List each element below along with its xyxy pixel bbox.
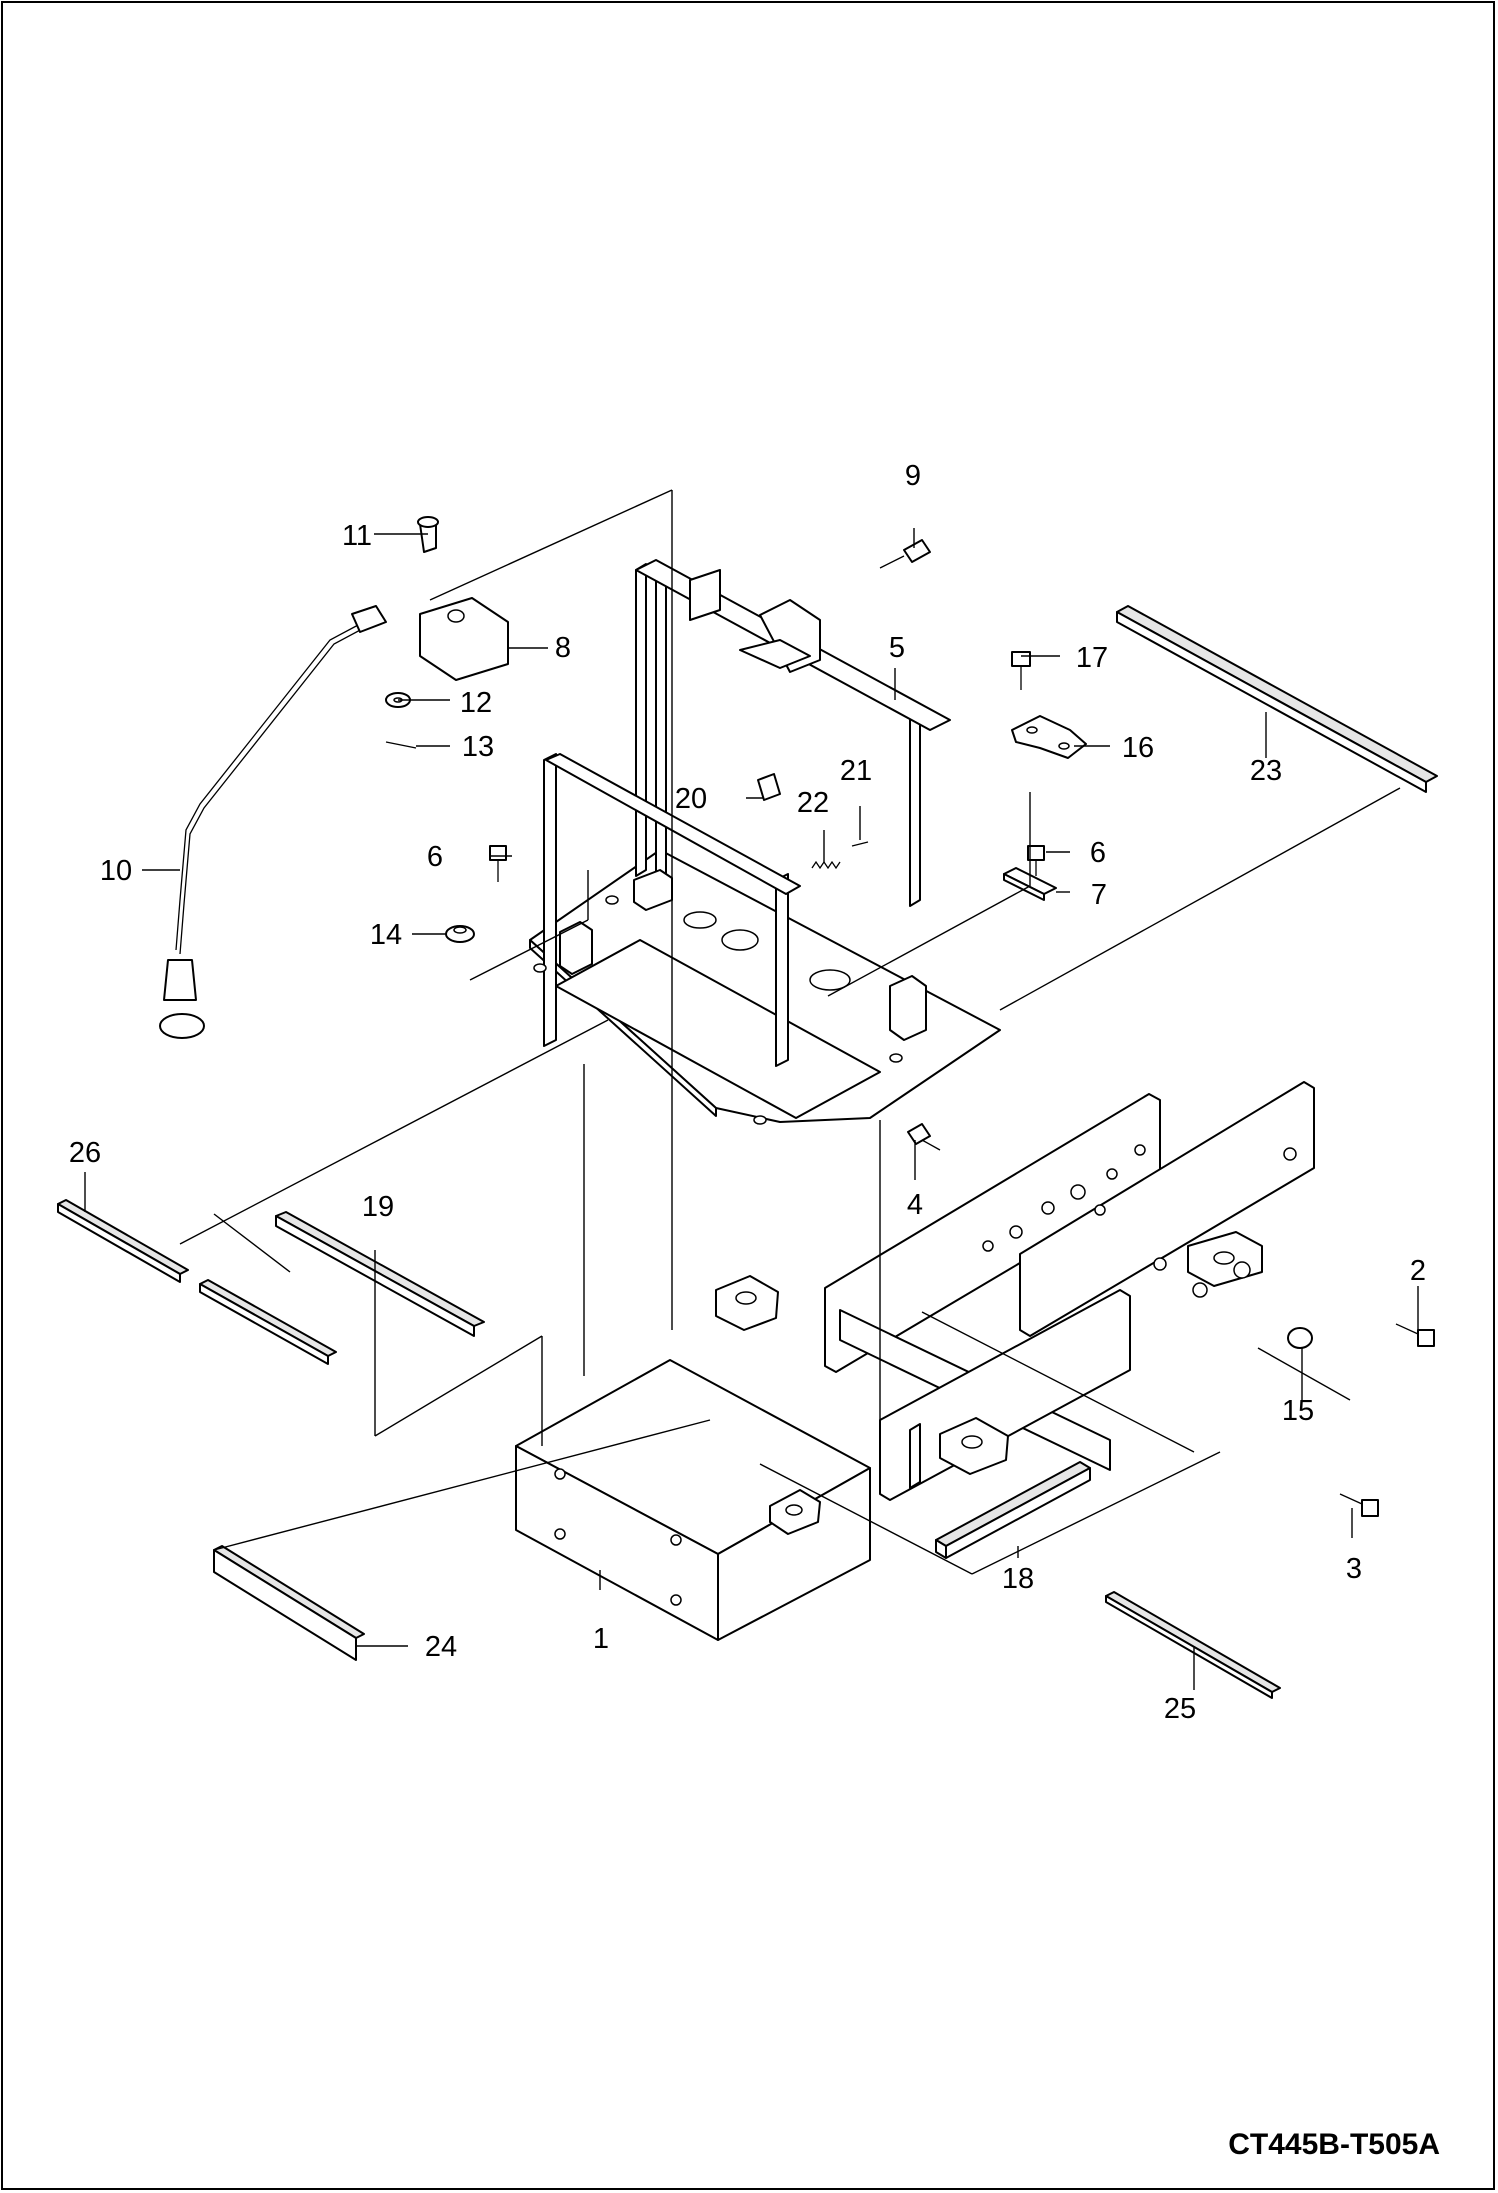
part-10-cable <box>159 605 387 1039</box>
part-21-pin <box>851 841 869 847</box>
callout-13: 13 <box>462 731 494 763</box>
callout-1: 1 <box>593 1623 609 1655</box>
part-11-pin <box>417 516 439 553</box>
part-8-latch <box>419 597 509 681</box>
callout-14: 14 <box>370 919 402 951</box>
callout-4: 4 <box>907 1189 923 1221</box>
part-20-clip <box>757 773 781 801</box>
callout-9: 9 <box>905 460 921 492</box>
callout-25: 25 <box>1164 1693 1196 1725</box>
part-23-strip <box>1116 605 1438 793</box>
part-6-bolt-left <box>489 845 507 882</box>
callout-22: 22 <box>797 787 829 819</box>
part-2-bolt <box>1395 1323 1435 1347</box>
callout-11: 11 <box>342 520 372 552</box>
callout-7: 7 <box>1091 879 1107 911</box>
callout-20: 20 <box>675 783 707 815</box>
part-25-strip <box>1105 1591 1281 1699</box>
callout-6a: 6 <box>427 841 443 873</box>
callout-12: 12 <box>460 687 492 719</box>
callout-24: 24 <box>425 1631 457 1663</box>
callout-21: 21 <box>840 755 872 787</box>
part-14-grommet <box>445 925 475 943</box>
callout-15: 15 <box>1282 1395 1314 1427</box>
callout-2: 2 <box>1410 1255 1426 1287</box>
callout-5: 5 <box>889 632 905 664</box>
callout-18: 18 <box>1002 1563 1034 1595</box>
callout-labels: 1 2 3 4 5 6 6 7 8 9 10 11 12 13 14 15 16… <box>69 460 1426 1725</box>
part-26-strips <box>57 1199 337 1365</box>
part-9-bolt <box>879 539 931 569</box>
part-1-base-frame <box>515 1081 1315 1641</box>
callout-26: 26 <box>69 1137 101 1169</box>
part-5-upper-frame <box>529 559 1001 1125</box>
callout-6b: 6 <box>1090 837 1106 869</box>
part-24-pad <box>213 1545 365 1661</box>
part-22-spring <box>811 860 841 870</box>
callout-16: 16 <box>1122 732 1154 764</box>
part-18-strip <box>935 1461 1091 1559</box>
callout-17: 17 <box>1076 642 1108 674</box>
drawing-code: CT445B-T505A <box>1228 2128 1440 2161</box>
part-4-bolt <box>907 1123 941 1151</box>
part-16-plate <box>1011 715 1087 759</box>
part-13-cotter-pin <box>385 741 417 749</box>
callout-23: 23 <box>1250 755 1282 787</box>
callout-10: 10 <box>100 855 132 887</box>
leader-lines <box>84 489 1419 1690</box>
part-17-bolt <box>1011 651 1031 690</box>
callout-3: 3 <box>1346 1553 1362 1585</box>
callout-8: 8 <box>555 632 571 664</box>
part-15-plug <box>1287 1327 1313 1349</box>
part-19-strip <box>275 1211 485 1337</box>
callout-19: 19 <box>362 1191 394 1223</box>
part-6-bolt-right <box>1027 845 1045 876</box>
part-3-bolt <box>1339 1493 1379 1517</box>
